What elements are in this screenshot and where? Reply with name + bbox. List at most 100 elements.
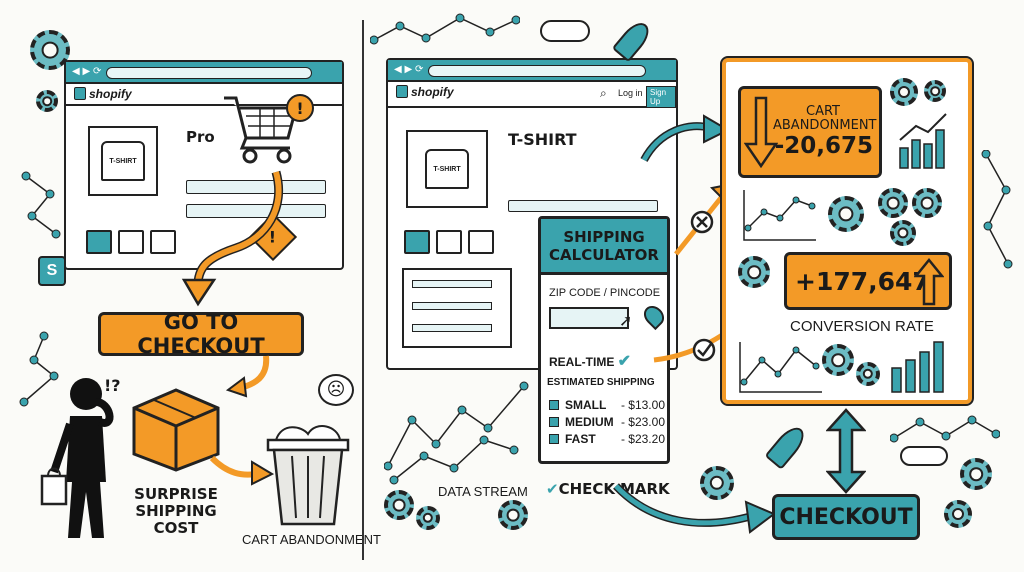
gear-icon: [822, 344, 854, 376]
option-price: - $23.00: [620, 415, 665, 429]
gear-icon: [878, 188, 908, 218]
shopping-bag-icon: [396, 85, 408, 98]
address-bar[interactable]: [106, 67, 312, 79]
shipping-option-medium[interactable]: MEDIUM - $23.00: [549, 415, 665, 429]
thumb-sweater[interactable]: [436, 230, 462, 254]
shipping-option-fast[interactable]: FAST - $23.20: [549, 432, 665, 446]
option-name: MEDIUM: [565, 415, 614, 429]
flow-arrow-bottom: [613, 483, 776, 534]
line-chart-icon: [743, 190, 816, 241]
gear-icon: [700, 466, 734, 500]
product-title: Pro: [186, 128, 215, 146]
option-field[interactable]: [508, 200, 658, 212]
confused-mark: !?: [104, 376, 121, 395]
nav-arrows-icon[interactable]: ◀ ▶ ⟳: [394, 64, 424, 75]
gear-icon: [856, 362, 880, 386]
login-link[interactable]: Log in: [618, 88, 643, 98]
check-icon: ✔: [617, 353, 632, 370]
calculator-title-text: SHIPPING CALCULATOR: [549, 227, 659, 264]
network-dots-icon: [19, 331, 59, 407]
zip-input[interactable]: [549, 307, 629, 329]
cart-abandon-value: -20,675: [774, 133, 873, 159]
cloud-icon: [900, 446, 948, 466]
alert-icon: !: [286, 94, 314, 122]
thumb-sweater[interactable]: [118, 230, 144, 254]
option-square-icon: [549, 417, 559, 427]
shopping-bag-icon: [74, 87, 86, 100]
go-to-checkout-button[interactable]: GO TO CHECKOUT: [98, 310, 304, 358]
cursor-icon: ➚: [619, 313, 633, 330]
nav-arrows-icon[interactable]: ◀ ▶ ⟳: [72, 66, 102, 77]
product-image[interactable]: T-SHIRT: [88, 126, 158, 196]
option-price: - $23.20: [620, 432, 665, 446]
product-image[interactable]: T-SHIRT: [406, 130, 488, 208]
middle-browser-window: ◀ ▶ ⟳ shopify ⌕ Log in Sign Up T-SHIRT T…: [386, 58, 678, 370]
rocket-icon: [611, 17, 655, 63]
alert-mark: !: [296, 98, 304, 118]
thumb-headphones[interactable]: [150, 230, 176, 254]
shopify-bag-icon: S: [38, 256, 66, 286]
network-dots-icon: [370, 13, 520, 45]
tshirt-icon: T-SHIRT: [425, 149, 469, 189]
bar-chart-icon: [891, 341, 944, 393]
realtime-text: REAL-TIME: [549, 355, 615, 369]
item-row-icon: [412, 280, 492, 288]
address-bar[interactable]: [428, 65, 646, 77]
gear-icon: [890, 220, 916, 246]
search-icon[interactable]: ⌕: [600, 86, 607, 100]
gear-icon: [912, 188, 942, 218]
option-name: SMALL: [565, 398, 607, 412]
cart-abandon-title: CART ABANDONMENT: [773, 104, 877, 133]
gear-icon: [416, 506, 440, 530]
cart-abandonment-label: CART ABANDONMENT: [242, 532, 381, 547]
option-name: FAST: [565, 432, 596, 446]
flow-arrow-down: [226, 355, 270, 398]
shipping-calculator-card: SHIPPING CALCULATOR ZIP CODE / PINCODE ➚…: [538, 216, 670, 464]
conversion-value: +177,647: [795, 266, 930, 296]
shopify-logo[interactable]: shopify: [74, 87, 132, 101]
browser-titlebar: ◀ ▶ ⟳: [388, 60, 676, 82]
conversion-rate-label: CONVERSION RATE: [790, 318, 934, 335]
gear-icon: [890, 78, 918, 106]
logo-text: shopify: [89, 87, 132, 101]
surprise-shipping-label: SURPRISE SHIPPING COST: [134, 485, 218, 537]
option-square-icon: [549, 434, 559, 444]
sad-face-bubble-icon: ☹: [318, 374, 354, 406]
tshirt-icon: T-SHIRT: [101, 141, 145, 181]
data-stream-label: DATA STREAM: [438, 484, 528, 499]
calculator-title: SHIPPING CALCULATOR: [541, 219, 667, 275]
gear-icon: [944, 500, 972, 528]
tshirt-label: T-SHIRT: [433, 165, 461, 173]
thumb-headphones[interactable]: [468, 230, 494, 254]
shopify-logo[interactable]: shopify: [396, 85, 454, 99]
down-arrow-icon: [744, 96, 778, 168]
search-field-2[interactable]: [186, 204, 326, 218]
flow-arrow-box: [209, 455, 274, 486]
signup-button[interactable]: Sign Up: [646, 86, 676, 108]
option-square-icon: [549, 400, 559, 410]
package-box-icon: [132, 388, 220, 472]
gear-icon: [738, 256, 770, 288]
shipping-options-list: SMALL - $13.00 MEDIUM - $23.00 FAST - $23.2…: [549, 395, 665, 449]
double-arrow-icon: [826, 408, 866, 494]
item-row-icon: [412, 324, 492, 332]
flow-arrow-top: [640, 114, 730, 163]
tshirt-label: T-SHIRT: [109, 157, 137, 165]
thumb-shopify[interactable]: [86, 230, 112, 254]
search-field-1[interactable]: [186, 180, 326, 194]
up-arrow-icon: [914, 258, 944, 306]
shipping-option-small[interactable]: SMALL - $13.00: [549, 398, 665, 412]
realtime-label: REAL-TIME ✔: [549, 351, 631, 371]
check-icon: ✔: [546, 480, 559, 498]
gear-icon: [30, 30, 70, 70]
product-title: T-SHIRT: [508, 130, 577, 149]
data-stream-graph: [384, 381, 529, 485]
gear-icon: [960, 458, 992, 490]
checkout-button[interactable]: CHECKOUT: [772, 494, 920, 540]
confused-person-icon: [40, 378, 114, 538]
browser-titlebar: ◀ ▶ ⟳: [66, 62, 342, 84]
bar-chart-up-icon: [899, 113, 947, 169]
thumb-shopify[interactable]: [404, 230, 430, 254]
option-price: - $13.00: [620, 398, 665, 412]
network-dots-icon: [21, 171, 61, 239]
